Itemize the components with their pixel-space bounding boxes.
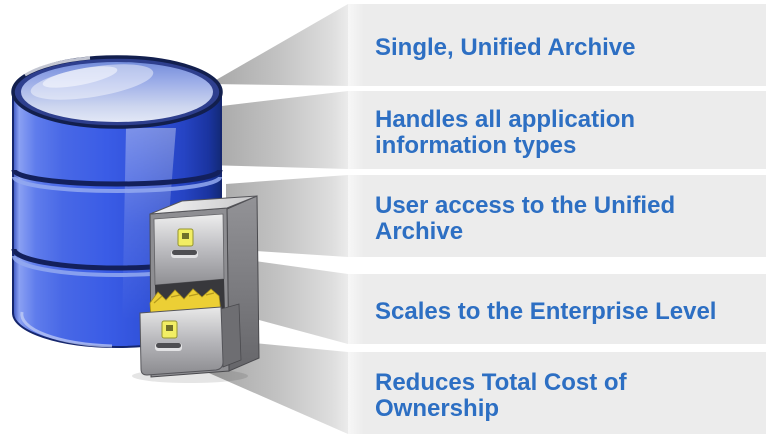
benefit-label-line2: information types bbox=[375, 132, 577, 159]
benefit-band-reduces-tco: Reduces Total Cost of Ownership bbox=[348, 352, 766, 434]
benefit-label: Handles all application bbox=[375, 106, 636, 133]
ray-beam-3 bbox=[226, 175, 348, 257]
folders bbox=[149, 288, 222, 318]
benefit-label: Single, Unified Archive bbox=[375, 34, 636, 61]
benefit-band-user-access: User access to the Unified Archive bbox=[348, 175, 766, 257]
benefit-band-handles-all-types: Handles all application information type… bbox=[348, 91, 766, 169]
benefit-band-enterprise-scale: Scales to the Enterprise Level bbox=[348, 274, 766, 344]
ray-beam-5 bbox=[202, 338, 348, 434]
benefit-band-single-unified-archive: Single, Unified Archive bbox=[348, 4, 766, 86]
file-cabinet-icon bbox=[132, 195, 260, 383]
benefit-label: Scales to the Enterprise Level bbox=[375, 298, 717, 325]
ray-beams bbox=[202, 4, 348, 434]
drawer-label-top bbox=[177, 228, 194, 247]
benefit-label-line2: Archive bbox=[375, 218, 464, 245]
benefit-label-line2: Ownership bbox=[375, 395, 500, 422]
ray-beam-1 bbox=[209, 4, 348, 86]
benefit-label: Reduces Total Cost of bbox=[375, 369, 627, 396]
drawer-label-bottom bbox=[161, 320, 178, 339]
drawer-handle-top bbox=[171, 250, 198, 258]
ray-beam-4 bbox=[226, 257, 348, 344]
drawer-handle-bottom bbox=[155, 343, 182, 351]
benefit-label: User access to the Unified bbox=[375, 192, 676, 219]
database-icon bbox=[11, 55, 223, 348]
ray-beam-2 bbox=[205, 91, 348, 169]
